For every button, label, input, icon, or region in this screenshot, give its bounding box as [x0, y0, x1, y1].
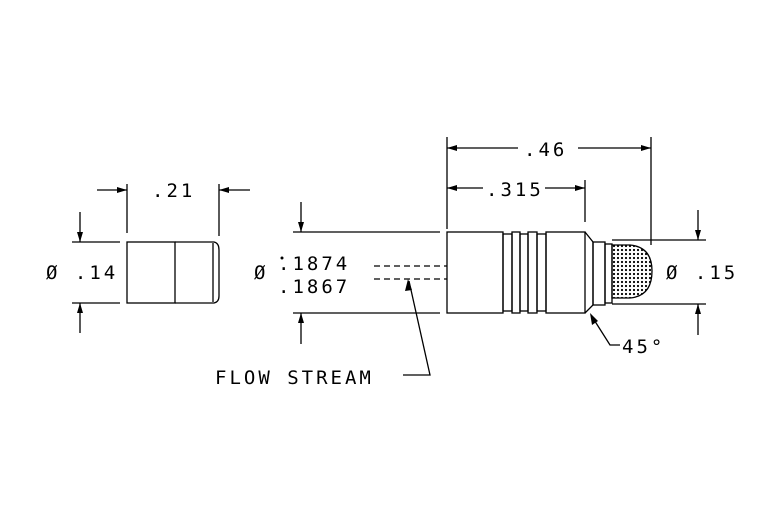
right-part: [446, 231, 653, 314]
left-part-nose: [175, 241, 220, 304]
dim-tip-diameter-text: Ø .15: [666, 262, 738, 284]
dim-left-length: .21: [97, 180, 250, 236]
flow-stream-label: FLOW STREAM: [215, 367, 374, 389]
dim-left-length-text: .21: [152, 180, 195, 202]
bore-diameter-symbol: Ø: [254, 262, 268, 284]
dim-left-diameter: Ø .14: [46, 212, 120, 333]
dim-left-diameter-text: Ø .14: [46, 262, 118, 284]
bore-diameter-colon-dot: [280, 256, 284, 260]
dim-bore-diameter: Ø .1874 .1867: [254, 202, 447, 344]
dim-body-length-text: .315: [486, 179, 544, 201]
bore-diameter-min: .1867: [278, 276, 350, 298]
bore-diameter-max: .1874: [278, 253, 350, 275]
dim-overall-length-text: .46: [524, 139, 567, 161]
dim-overall-length: .46: [446, 137, 652, 245]
chamfer-callout: 45°: [590, 313, 665, 358]
left-part: [126, 241, 220, 304]
dim-body-length: .315: [447, 179, 586, 222]
dim-tip-diameter: Ø .15: [612, 210, 738, 335]
flow-stream-callout: FLOW STREAM: [215, 279, 431, 389]
left-part-body: [126, 241, 176, 304]
chamfer-angle-text: 45°: [622, 336, 665, 358]
filter-screen-tip: [611, 244, 653, 299]
